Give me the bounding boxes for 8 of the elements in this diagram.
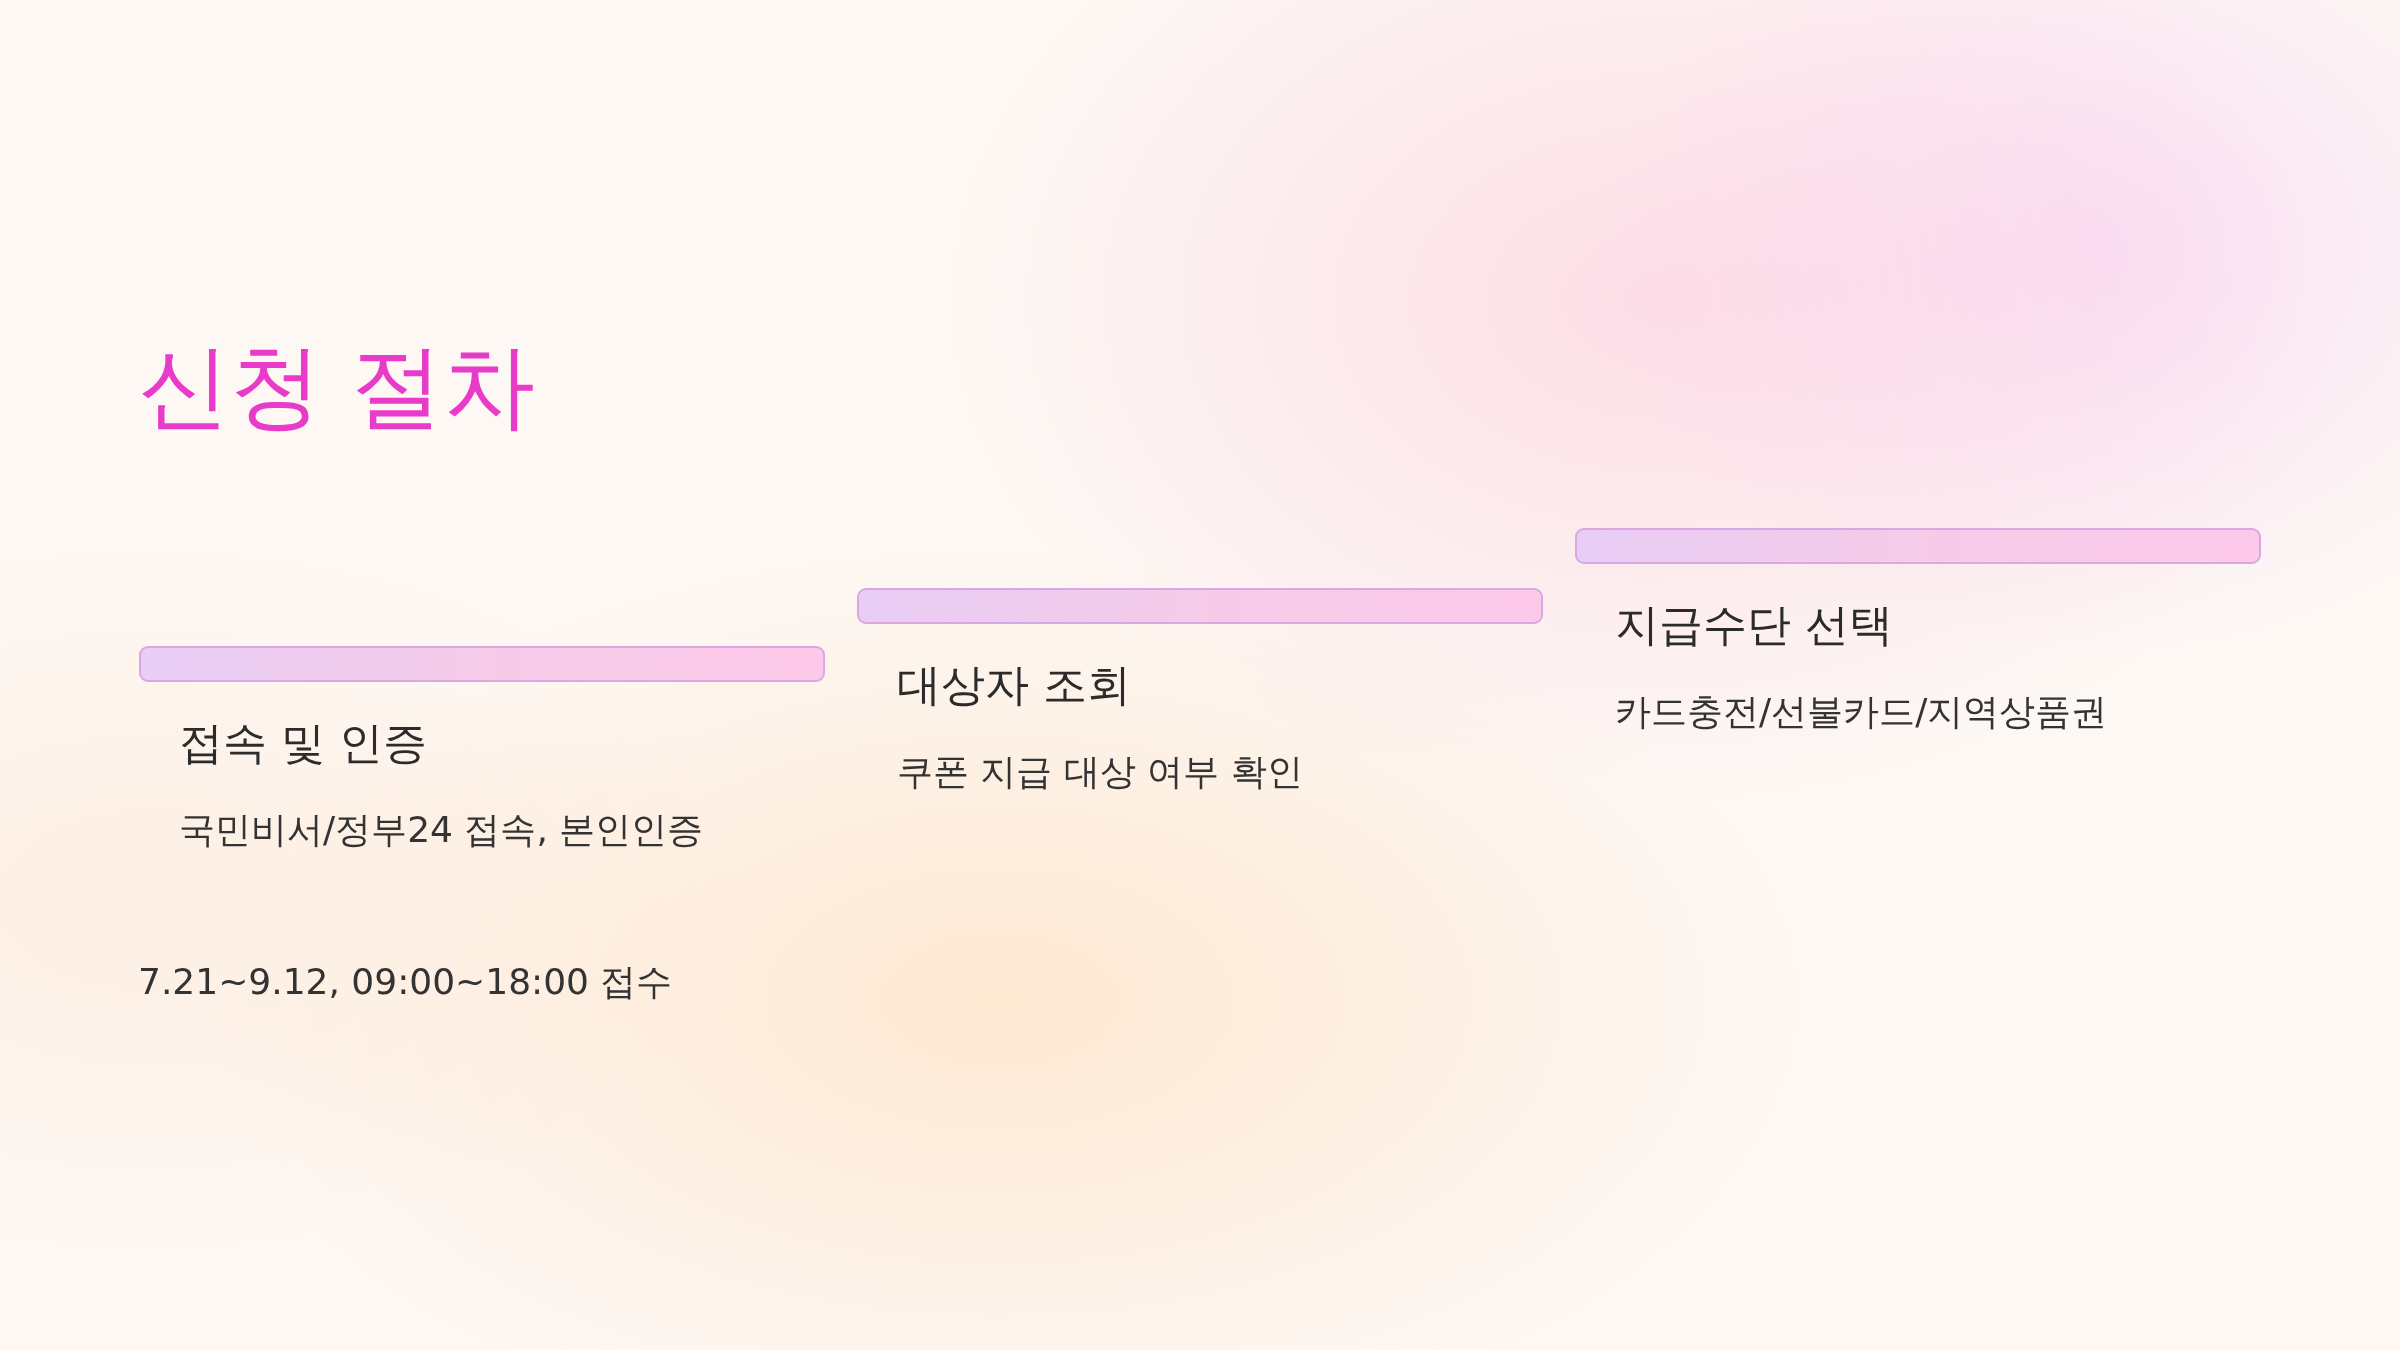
step-heading: 대상자 조회 xyxy=(897,658,1131,712)
title: 신청 절차 xyxy=(138,332,536,442)
step-description: 쿠폰 지급 대상 여부 확인 xyxy=(897,750,1303,794)
step-heading: 접속 및 인증 xyxy=(179,716,427,770)
schedule-note: 7.21~9.12, 09:00~18:00 접수 xyxy=(138,960,673,1004)
step-description: 카드충전/선불카드/지역상품권 xyxy=(1615,690,2108,734)
step-description: 국민비서/정부24 접속, 본인인증 xyxy=(179,808,704,852)
step-heading: 지급수단 선택 xyxy=(1615,598,1893,652)
